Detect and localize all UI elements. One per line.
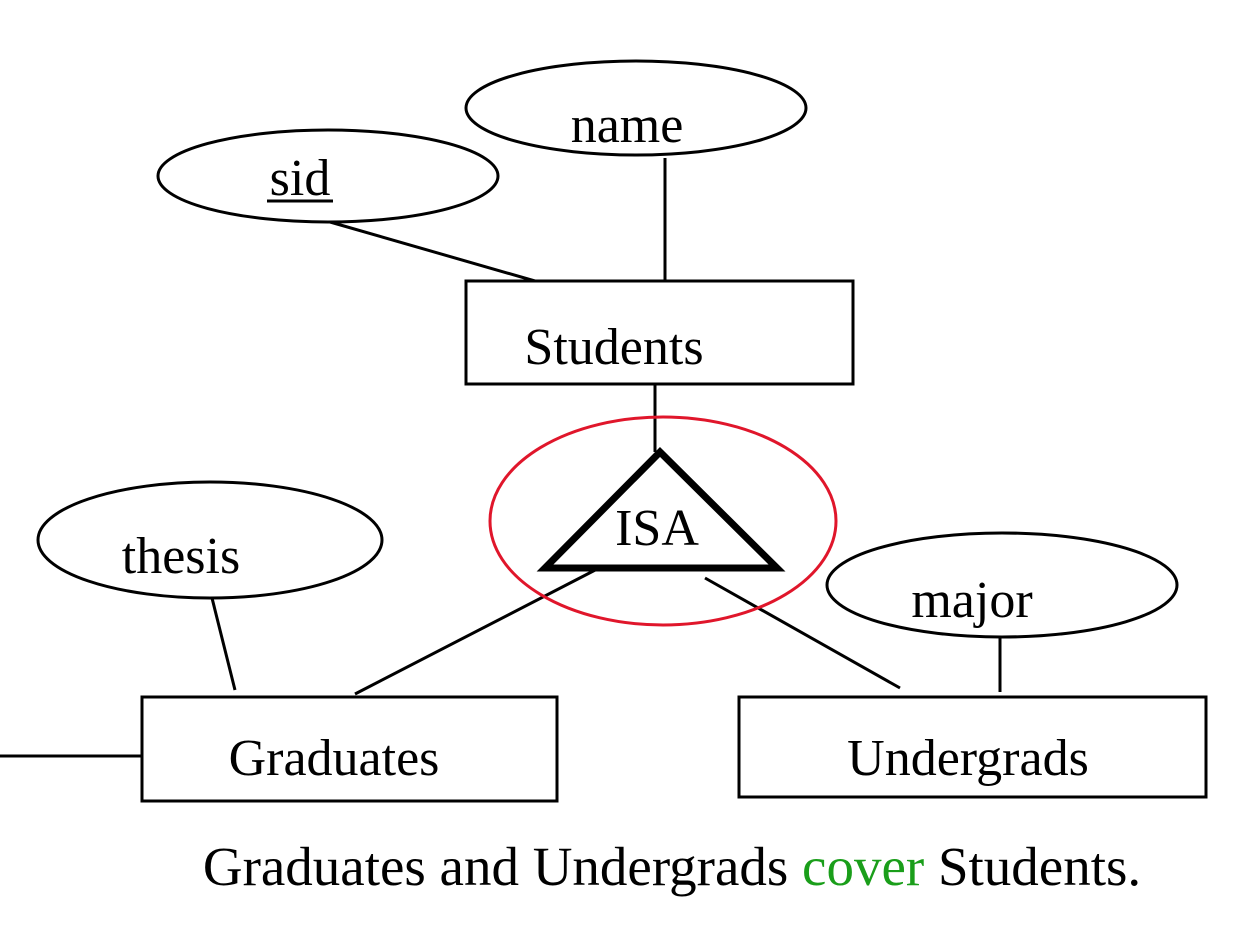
thesis-label: thesis	[122, 528, 240, 585]
graduates-entity-box	[140, 695, 559, 803]
isa-triangle	[536, 447, 786, 572]
thesis-connector	[210, 597, 237, 691]
caption-part-1: Graduates and Undergrads	[203, 836, 802, 897]
caption-part-2: Students.	[924, 836, 1141, 897]
isa-graduates-connector	[354, 564, 604, 696]
sid-attribute-ellipse	[156, 128, 500, 224]
undergrads-label: Undergrads	[847, 730, 1089, 787]
undergrads-entity-box	[737, 695, 1208, 799]
major-label: major	[911, 572, 1032, 629]
major-attribute-ellipse	[825, 531, 1179, 639]
graduates-label: Graduates	[229, 730, 440, 787]
isa-undergrads-connector	[704, 576, 901, 690]
sid-label: sid	[270, 150, 331, 207]
caption: Graduates and Undergrads cover Students.	[203, 836, 1141, 897]
students-entity-box	[464, 279, 855, 386]
thesis-attribute-ellipse	[36, 480, 384, 600]
name-label: name	[571, 97, 684, 154]
isa-highlight-circle	[488, 415, 838, 627]
isa-label: ISA	[615, 500, 699, 557]
students-label: Students	[524, 319, 703, 376]
caption-highlight: cover	[802, 836, 924, 897]
name-attribute-ellipse	[464, 59, 808, 157]
sid-connector	[329, 220, 536, 283]
